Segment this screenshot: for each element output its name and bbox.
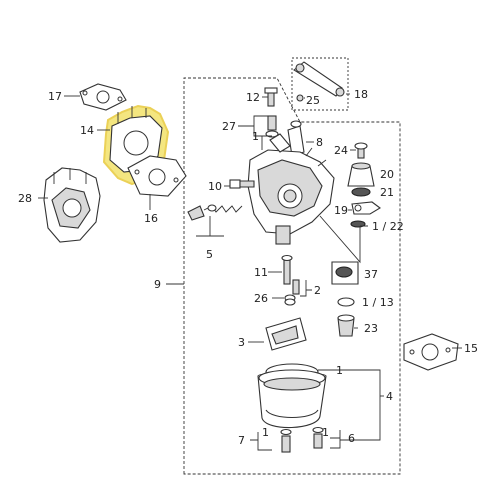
jet-27 [265,115,279,138]
callout-37: 37 [364,268,378,281]
bowl-bolt-7 [280,428,292,453]
callout-11: 11 [254,266,268,279]
callout-21: 21 [380,186,394,199]
part-25 [296,94,304,102]
callout-1-13: 1 / 13 [362,296,394,309]
choke-lever-18 [291,57,349,111]
valve-37 [331,261,359,285]
intake-spacer-28 [43,167,101,243]
callout-1-top: 1 [252,130,259,143]
gasket-17 [79,83,127,111]
callout-18: 18 [354,88,368,101]
carburetor-assembly-frame [183,77,401,475]
callout-3: 3 [238,336,245,349]
callout-4: 4 [386,390,393,403]
callout-5: 5 [206,248,213,261]
callout-14: 14 [80,124,94,137]
main-nozzle-11 [281,254,293,285]
callout-20: 20 [380,168,394,181]
callout-6: 6 [348,432,355,445]
callout-24: 24 [334,144,348,157]
callout-7: 7 [238,434,245,447]
screw-12 [264,87,278,107]
throttle-screw-5 [187,204,243,221]
callout-15: 15 [464,342,478,355]
callout-1-22: 1 / 22 [372,220,404,233]
callout-10: 10 [208,180,222,193]
fuel-cut-assembly [347,142,381,228]
float-bowl-4 [257,369,327,429]
leader-lines [38,93,462,451]
callout-16: 16 [144,212,158,225]
callout-1-right: 1 [322,426,329,439]
float-3 [265,317,307,351]
callout-9: 9 [154,278,161,291]
callout-17: 17 [48,90,62,103]
callout-27: 27 [222,120,236,133]
bowl-bolt-6 [312,426,324,449]
main-jet-2 [292,279,300,295]
callout-19: 19 [334,204,348,217]
callout-1-bowl: 1 [336,364,343,377]
carburetor-body [247,133,335,245]
callout-26: 26 [254,292,268,305]
gasket-15 [403,333,459,371]
valve-8 [287,120,305,157]
o-ring-26 [284,294,296,306]
callout-23: 23 [364,322,378,335]
callout-8: 8 [316,136,323,149]
gasket-16 [127,155,187,197]
o-ring-13 [337,297,355,307]
callout-2: 2 [314,284,321,297]
callout-1-left: 1 [262,426,269,439]
callout-12: 12 [246,91,260,104]
pilot-screw-10 [229,179,255,189]
drain-screw-23 [337,314,355,337]
callout-25: 25 [306,94,320,107]
callout-28: 28 [18,192,32,205]
